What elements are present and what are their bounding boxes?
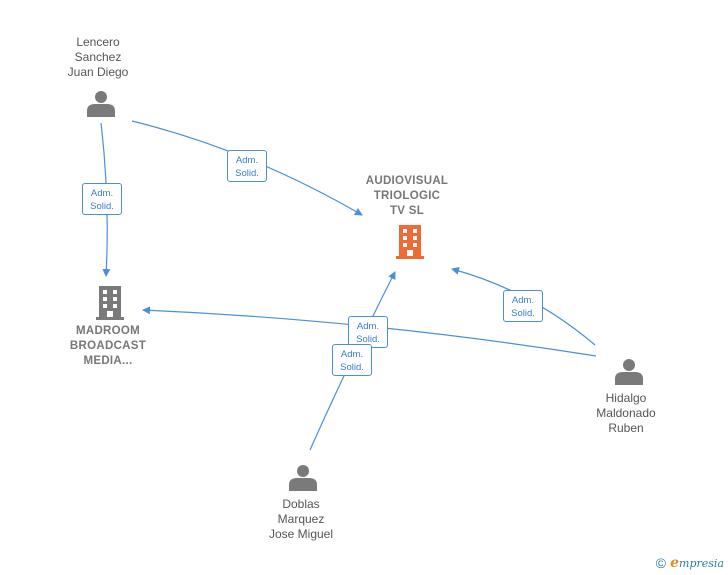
label-line: MEDIA... xyxy=(83,355,133,367)
label-line: Lencero xyxy=(76,35,120,49)
brand-logo-e: e xyxy=(670,555,680,571)
edge-label-lencero-madroom[interactable]: Adm. Solid. xyxy=(82,183,122,215)
person-icon[interactable] xyxy=(289,465,317,491)
building-icon[interactable] xyxy=(396,225,424,259)
label-line: Marquez xyxy=(277,512,325,526)
node-doblas-label[interactable]: Doblas Marquez Jose Miguel xyxy=(251,497,351,542)
label-line: Ruben xyxy=(608,421,644,435)
edge-label-line: Adm. xyxy=(340,349,364,360)
edge-label-hidalgo-madroom[interactable]: Adm. Solid. xyxy=(348,316,388,348)
edge-label-line: Adm. xyxy=(511,295,535,306)
edge-label-lencero-audiovisual[interactable]: Adm. Solid. xyxy=(227,150,267,182)
label-line: Hidalgo xyxy=(605,391,647,405)
brand-logo-text: mpresia xyxy=(679,556,724,570)
copyright-symbol: © xyxy=(655,555,667,571)
edge-label-line: Adm. xyxy=(356,321,380,332)
edge-label-line: Solid. xyxy=(511,308,535,319)
label-line: Sanchez xyxy=(74,50,122,64)
person-icon[interactable] xyxy=(615,359,643,385)
label-line: AUDIOVISUAL xyxy=(365,175,449,187)
edge-label-line: Adm. xyxy=(90,188,114,199)
label-line: Doblas xyxy=(282,497,320,511)
label-line: BROADCAST xyxy=(69,340,147,352)
edge-label-line: Solid. xyxy=(340,362,364,373)
edge-label-hidalgo-audiovisual[interactable]: Adm. Solid. xyxy=(503,290,543,322)
node-hidalgo-label[interactable]: Hidalgo Maldonado Ruben xyxy=(576,391,676,436)
label-line: MADROOM xyxy=(75,325,141,337)
edge-label-line: Adm. xyxy=(235,155,259,166)
label-line: Jose Miguel xyxy=(268,527,334,541)
label-line: Maldonado xyxy=(596,406,656,420)
label-line: Juan Diego xyxy=(67,65,129,79)
node-audiovisual-label[interactable]: AUDIOVISUAL TRIOLOGIC TV SL xyxy=(357,174,457,219)
edge-label-line: Solid. xyxy=(356,334,380,345)
edge-label-line: Solid. xyxy=(235,168,259,179)
node-lencero-label[interactable]: Lencero Sanchez Juan Diego xyxy=(48,35,148,80)
building-icon[interactable] xyxy=(96,286,124,320)
edge-label-doblas-audiovisual[interactable]: Adm. Solid. xyxy=(332,344,372,376)
person-icon[interactable] xyxy=(87,91,115,117)
edge-label-line: Solid. xyxy=(90,201,114,212)
node-madroom-label[interactable]: MADROOM BROADCAST MEDIA... xyxy=(58,324,158,369)
label-line: TV SL xyxy=(389,205,425,217)
label-line: TRIOLOGIC xyxy=(373,190,441,202)
